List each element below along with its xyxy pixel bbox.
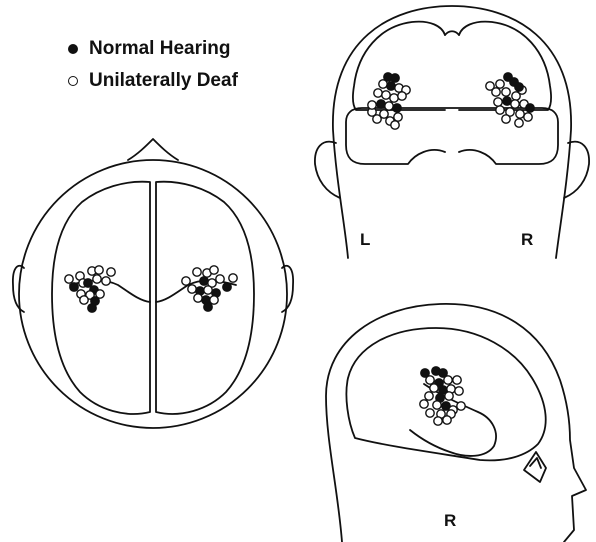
normal-hearing-dot [377,100,385,108]
unilaterally-deaf-dot [210,296,218,304]
nose-outline [128,139,178,160]
unilaterally-deaf-dot [374,89,382,97]
normal-hearing-dot [200,277,208,285]
unilaterally-deaf-dot [216,275,224,283]
normal-hearing-dot [204,303,212,311]
unilaterally-deaf-dot [511,100,519,108]
normal-hearing-dot [503,97,511,105]
unilaterally-deaf-dot [188,285,196,293]
unilaterally-deaf-dot [443,416,451,424]
unilaterally-deaf-dot [93,275,101,283]
unilaterally-deaf-dot [425,392,433,400]
unilaterally-deaf-dot [382,91,390,99]
unilaterally-deaf-dot [80,296,88,304]
unilaterally-deaf-dot [420,400,428,408]
unilaterally-deaf-dot [229,274,237,282]
unilaterally-deaf-dot [95,266,103,274]
unilaterally-deaf-dot [182,277,190,285]
dot-cluster-superior-left [65,266,115,312]
label-right-posterior: R [521,230,533,250]
normal-hearing-dot [70,283,78,291]
unilaterally-deaf-dot [502,88,510,96]
unilaterally-deaf-dot [430,384,438,392]
unilaterally-deaf-dot [494,98,502,106]
normal-hearing-dot [515,83,523,91]
normal-hearing-dot [391,74,399,82]
unilaterally-deaf-dot [194,294,202,302]
unilaterally-deaf-dot [368,101,376,109]
unilaterally-deaf-dot [398,92,406,100]
unilaterally-deaf-dot [379,80,387,88]
unilaterally-deaf-dot [426,409,434,417]
unilaterally-deaf-dot [210,266,218,274]
unilaterally-deaf-dot [65,275,73,283]
unilaterally-deaf-dot [204,286,212,294]
unilaterally-deaf-dot [457,402,465,410]
unilaterally-deaf-dot [515,119,523,127]
unilaterally-deaf-dot [391,121,399,129]
normal-hearing-dot [223,283,231,291]
unilaterally-deaf-dot [492,88,500,96]
head-outline-posterior [333,6,571,258]
unilaterally-deaf-dot [434,417,442,425]
normal-hearing-dot [387,82,395,90]
unilaterally-deaf-dot [445,392,453,400]
ear-outline-lateral [524,452,546,482]
superior-view [13,139,293,428]
unilaterally-deaf-dot [524,113,532,121]
unilaterally-deaf-dot [444,376,452,384]
posterior-view [315,6,589,258]
dot-cluster-posterior-left [368,73,410,129]
normal-hearing-dot [84,279,92,287]
head-outline-lateral [326,304,586,542]
unilaterally-deaf-dot [496,106,504,114]
lateral-view [326,304,586,542]
unilaterally-deaf-dot [385,102,393,110]
unilaterally-deaf-dot [102,277,110,285]
unilaterally-deaf-dot [426,376,434,384]
dot-cluster-superior-right [182,266,237,311]
label-right-lateral: R [444,511,456,531]
unilaterally-deaf-dot [390,94,398,102]
unilaterally-deaf-dot [502,115,510,123]
unilaterally-deaf-dot [433,401,441,409]
normal-hearing-dot [393,104,401,112]
normal-hearing-dot [88,304,96,312]
dot-cluster-posterior-right [486,73,534,127]
normal-hearing-dot [526,104,534,112]
head-outline [19,160,287,428]
label-left-posterior: L [360,230,370,250]
midline-posterior [445,31,459,35]
unilaterally-deaf-dot [373,115,381,123]
unilaterally-deaf-dot [193,268,201,276]
unilaterally-deaf-dot [107,268,115,276]
unilaterally-deaf-dot [455,387,463,395]
unilaterally-deaf-dot [496,80,504,88]
unilaterally-deaf-dot [516,110,524,118]
dot-cluster-lateral [420,367,465,425]
unilaterally-deaf-dot [394,113,402,121]
unilaterally-deaf-dot [453,376,461,384]
